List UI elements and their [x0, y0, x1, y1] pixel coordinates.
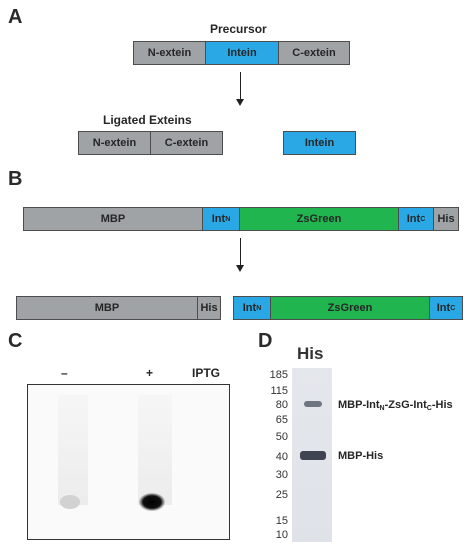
lane-plus-label: + — [146, 366, 154, 380]
cleaved-mbp: MBP — [16, 296, 198, 320]
iptg-label: IPTG — [192, 366, 221, 380]
panel-label-c: C — [8, 330, 23, 352]
precursor-c-extein: C-extein — [278, 41, 350, 65]
construct-mbp: MBP — [23, 207, 203, 231]
arrow-b — [236, 238, 244, 272]
precursor-label: Precursor — [210, 22, 267, 36]
sds-gel-image — [292, 368, 332, 542]
blot-svg — [58, 395, 172, 511]
panel-label-b: B — [8, 168, 23, 190]
marker-30: 30 — [275, 469, 288, 481]
band-label-mbp-his: MBP-His — [338, 450, 384, 462]
precursor-intein: Intein — [205, 41, 279, 65]
construct-int-n-sub: N — [225, 215, 231, 223]
lane-minus-smear — [58, 395, 88, 505]
cleaved-zsgreen: ZsGreen — [270, 296, 430, 320]
lane-minus-spot — [60, 495, 80, 509]
band-label-full-b-sub: C — [426, 405, 432, 412]
marker-40: 40 — [275, 451, 288, 463]
band-label-full-a: MBP-Int — [338, 399, 380, 411]
lane-minus-label: – — [61, 366, 68, 380]
construct-int-c-text: Int — [406, 213, 421, 225]
free-intein: Intein — [283, 131, 356, 155]
construct-int-n-text: Int — [211, 213, 226, 225]
western-blot-image — [27, 384, 230, 540]
cleaved-int-n-text: Int — [242, 302, 257, 314]
marker-65: 65 — [275, 414, 288, 426]
ligated-c-extein: C-extein — [150, 131, 223, 155]
marker-10: 10 — [275, 529, 288, 541]
precursor-n-extein: N-extein — [133, 41, 206, 65]
marker-50: 50 — [275, 431, 288, 443]
cleaved-int-c-text: Int — [436, 302, 451, 314]
construct-zsgreen: ZsGreen — [239, 207, 399, 231]
cleaved-his: His — [197, 296, 221, 320]
arrow-a — [236, 72, 244, 106]
marker-115: 115 — [270, 385, 288, 397]
marker-185: 185 — [269, 369, 288, 381]
construct-int-c-sub: C — [420, 215, 426, 223]
marker-25: 25 — [275, 489, 288, 501]
band-label-full-length: MBP-IntN-ZsG-IntC-His — [338, 399, 453, 412]
construct-his: His — [433, 207, 459, 231]
band-label-full-b: -ZsG-Int — [384, 399, 427, 411]
cleaved-int-c-sub: C — [450, 304, 456, 312]
his-header: His — [297, 344, 324, 363]
ligated-exteins-label: Ligated Exteins — [103, 113, 192, 127]
band-label-full-a-sub: N — [379, 405, 385, 412]
lane-plus-smear — [138, 395, 172, 505]
ligated-n-extein: N-extein — [78, 131, 151, 155]
lane-plus-spot — [139, 493, 165, 511]
gel-band-mbp-his — [300, 451, 326, 460]
cleaved-int-n-sub: N — [256, 304, 262, 312]
gel-band-full-length — [304, 401, 322, 407]
panel-label-d: D — [258, 330, 273, 352]
marker-80: 80 — [275, 399, 288, 411]
panel-label-a: A — [8, 6, 23, 28]
marker-15: 15 — [275, 515, 288, 527]
band-label-full-c: -His — [431, 399, 453, 411]
